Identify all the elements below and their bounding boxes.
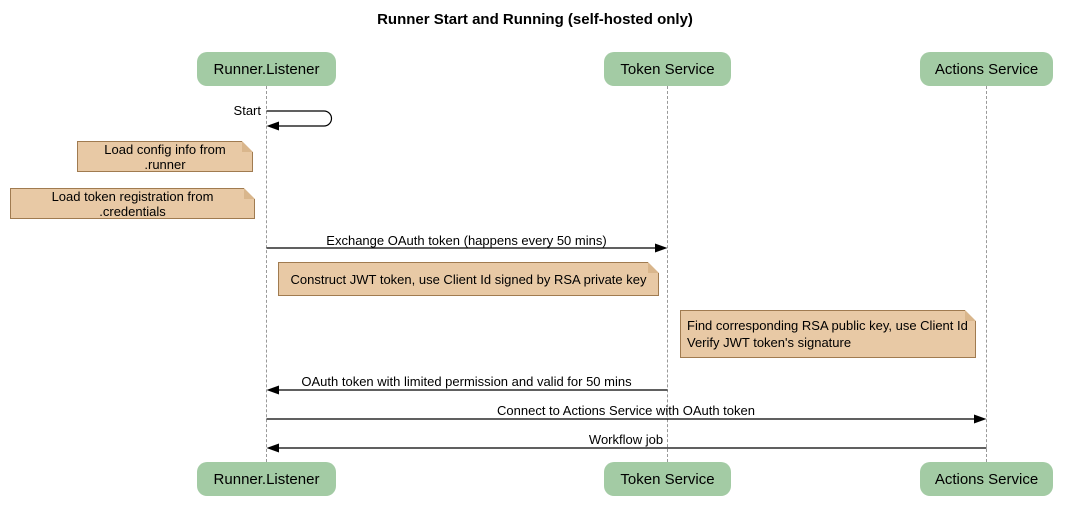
message-oauth-return-label: OAuth token with limited permission and … <box>301 374 632 389</box>
participant-bottom-token-service: Token Service <box>604 462 731 496</box>
self-message-start-label: Start <box>233 103 261 118</box>
message-workflow-job-label: Workflow job <box>588 432 664 447</box>
participant-label: Token Service <box>620 470 715 488</box>
note-text-line2: Verify JWT token's signature <box>687 335 852 350</box>
note-text-line1: Find corresponding RSA public key, use C… <box>687 318 968 333</box>
participant-top-runner-listener: Runner.Listener <box>197 52 336 86</box>
message-connect-label: Connect to Actions Service with OAuth to… <box>497 403 755 418</box>
note-fold-icon <box>965 310 976 321</box>
participant-label: Runner.Listener <box>213 470 320 488</box>
participant-top-token-service: Token Service <box>604 52 731 86</box>
participant-bottom-actions-service: Actions Service <box>920 462 1053 496</box>
self-message-start-arrow <box>266 110 333 127</box>
note-fold-icon <box>242 141 253 152</box>
note-load-token-registration: Load token registration from .credential… <box>10 188 255 219</box>
participant-bottom-runner-listener: Runner.Listener <box>197 462 336 496</box>
participant-label: Actions Service <box>934 60 1039 78</box>
note-text: Load token registration from .credential… <box>51 188 214 219</box>
participant-top-actions-service: Actions Service <box>920 52 1053 86</box>
note-load-config: Load config info from .runner <box>77 141 253 172</box>
self-message-start-arrowhead <box>266 121 279 131</box>
note-verify-jwt: Find corresponding RSA public key, use C… <box>680 310 976 358</box>
message-exchange-oauth-label: Exchange OAuth token (happens every 50 m… <box>326 233 607 248</box>
note-text: Construct JWT token, use Client Id signe… <box>290 271 647 287</box>
lifeline-runner-listener <box>266 86 267 462</box>
lifeline-token-service <box>667 86 668 462</box>
lifeline-actions-service <box>986 86 987 462</box>
note-text: Load config info from .runner <box>104 141 226 172</box>
diagram-title: Runner Start and Running (self-hosted on… <box>377 11 693 28</box>
note-fold-icon <box>244 188 255 199</box>
note-construct-jwt: Construct JWT token, use Client Id signe… <box>278 262 659 296</box>
participant-label: Runner.Listener <box>213 60 320 78</box>
participant-label: Token Service <box>620 60 715 78</box>
participant-label: Actions Service <box>934 470 1039 488</box>
note-fold-icon <box>648 262 659 273</box>
